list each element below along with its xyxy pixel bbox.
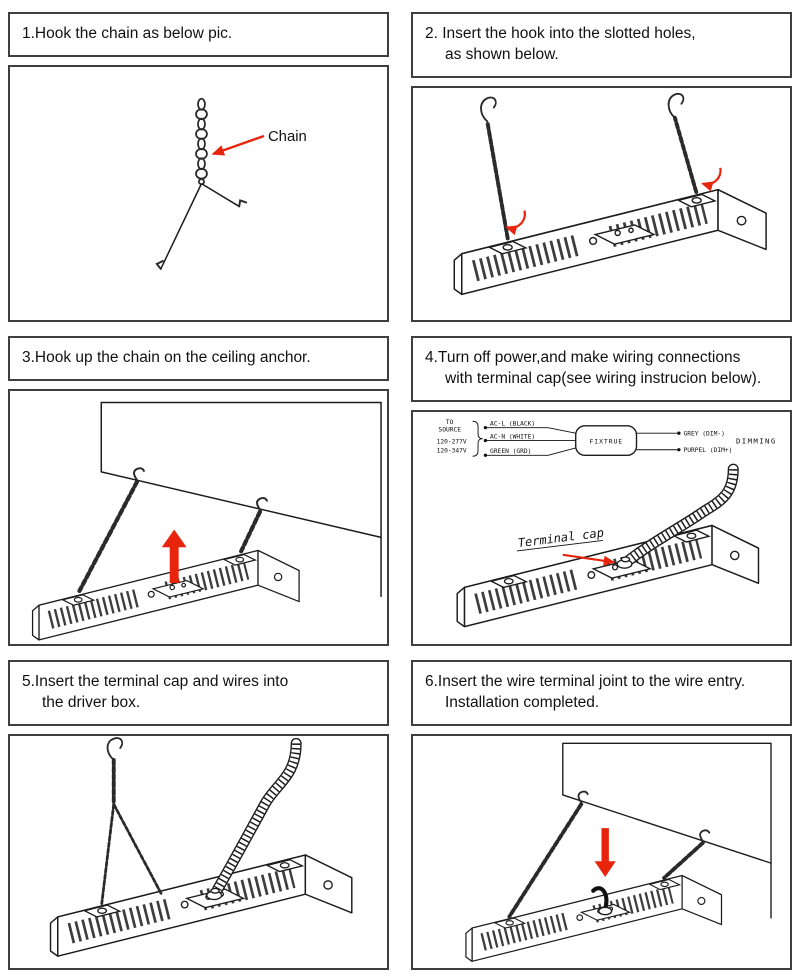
- step-5-illustration: [8, 733, 389, 970]
- step-5-text-line2: the driver box.: [42, 693, 141, 711]
- wire-dim-minus-label: GREY (DIM-): [683, 430, 724, 437]
- step-2-illustration: [411, 85, 792, 322]
- step-1-illustration: Chain: [8, 64, 389, 322]
- hanging-chain: [195, 97, 208, 186]
- hanging-wires: [155, 182, 248, 270]
- terminal-cap: [206, 887, 223, 901]
- terminal-cap-callout: Terminal cap: [516, 525, 605, 552]
- left-chain: [77, 479, 140, 593]
- voltage-label-2: 120-347V: [437, 447, 467, 454]
- wire-neutral-label: AC-N (WHITE): [490, 433, 535, 440]
- step-4-instruction: 4.Turn off power,and make wiring connect…: [411, 336, 792, 402]
- step-6-instruction: 6.Insert the wire terminal joint to the …: [411, 660, 792, 726]
- hook-insertion-drawing: [413, 92, 790, 320]
- terminal-cap-label: Terminal cap: [517, 525, 605, 549]
- wiring-drawing: TO SOURCE 120-277V 120-347V AC-L (BLACK)…: [437, 419, 777, 644]
- chain-drawing: Chain: [155, 97, 307, 270]
- completed-install-drawing: [413, 742, 772, 968]
- step-1-instruction: 1.Hook the chain as below pic.: [8, 12, 389, 57]
- ceiling: [562, 742, 772, 919]
- wire-dim-plus-label: PURPEL (DIM+): [683, 447, 732, 454]
- step-6-panel: 6.Insert the wire terminal joint to the …: [411, 660, 792, 970]
- ceiling-anchor-right: [256, 496, 268, 511]
- step-3-instruction: 3.Hook up the chain on the ceiling ancho…: [8, 336, 389, 381]
- left-chain: [480, 96, 510, 241]
- left-chain: [507, 802, 584, 919]
- step-3-illustration: [8, 388, 389, 646]
- brace: [472, 420, 483, 457]
- wire-live-label: AC-L (BLACK): [490, 420, 535, 427]
- left-hanger: [100, 737, 164, 905]
- step-5-panel: 5.Insert the terminal cap and wires into…: [8, 660, 389, 970]
- fixture-drawing: [457, 525, 758, 626]
- wiring-diagram: TO SOURCE 120-277V 120-347V AC-L (BLACK)…: [437, 419, 777, 457]
- step-4-text-line2: with terminal cap(see wiring instrucion …: [445, 369, 762, 387]
- right-chain: [239, 509, 263, 554]
- rotate-arrow-left: [505, 210, 526, 235]
- rotate-arrow-right: [701, 167, 722, 192]
- up-arrow: [161, 529, 187, 583]
- step-3-text-line1: 3.Hook up the chain on the ceiling ancho…: [22, 349, 311, 366]
- step-2-instruction: 2. Insert the hook into the slotted hole…: [411, 12, 792, 78]
- step-4-text-line1: 4.Turn off power,and make wiring connect…: [425, 349, 741, 366]
- right-chain: [662, 840, 705, 880]
- fixture-box: [575, 424, 638, 456]
- chain-label: Chain: [268, 129, 307, 145]
- fixture-box-label: FIXTRUE: [590, 437, 624, 445]
- chain-pointer-arrow: [211, 134, 265, 156]
- step-4-panel: 4.Turn off power,and make wiring connect…: [411, 336, 792, 646]
- dimming-label: DIMMING: [736, 436, 777, 445]
- terminal-cap-arrow: [562, 553, 616, 566]
- ceiling-anchor-left: [133, 467, 145, 481]
- driver-box-drawing: [10, 737, 387, 968]
- flexible-conduit: [212, 737, 302, 895]
- step-5-text-line1: 5.Insert the terminal cap and wires into: [22, 673, 289, 690]
- wire-terminal-joint: [591, 886, 609, 912]
- wire-entry: [598, 906, 613, 916]
- step-3-panel: 3.Hook up the chain on the ceiling ancho…: [8, 336, 389, 646]
- ceiling-mount-drawing: [10, 401, 382, 644]
- step-6-text-line1: 6.Insert the wire terminal joint to the …: [425, 673, 746, 690]
- step-2-text-line2: as shown below.: [445, 45, 559, 63]
- flexible-conduit: [624, 463, 739, 565]
- source-label-1: TO: [446, 419, 454, 426]
- ceiling: [100, 401, 382, 597]
- step-4-illustration: TO SOURCE 120-277V 120-347V AC-L (BLACK)…: [411, 409, 792, 646]
- step-5-instruction: 5.Insert the terminal cap and wires into…: [8, 660, 389, 726]
- terminal-cap: [616, 556, 633, 569]
- ceiling-anchor-right: [699, 829, 711, 842]
- step-2-panel: 2. Insert the hook into the slotted hole…: [411, 12, 792, 322]
- step-1-panel: 1.Hook the chain as below pic.: [8, 12, 389, 322]
- ceiling-anchor-left: [577, 790, 589, 804]
- down-arrow: [594, 827, 616, 877]
- wire-ground-label: GREEN (GRD): [490, 448, 531, 455]
- right-chain: [667, 92, 699, 194]
- step-6-illustration: [411, 733, 792, 970]
- step-6-text-line2: Installation completed.: [445, 693, 600, 711]
- source-label-2: SOURCE: [438, 426, 461, 433]
- fixture-drawing: [33, 550, 300, 639]
- step-2-text-line1: 2. Insert the hook into the slotted hole…: [425, 25, 696, 42]
- voltage-label-1: 120-277V: [437, 438, 467, 445]
- step-1-text-line1: 1.Hook the chain as below pic.: [22, 25, 233, 42]
- fixture-drawing: [51, 855, 352, 956]
